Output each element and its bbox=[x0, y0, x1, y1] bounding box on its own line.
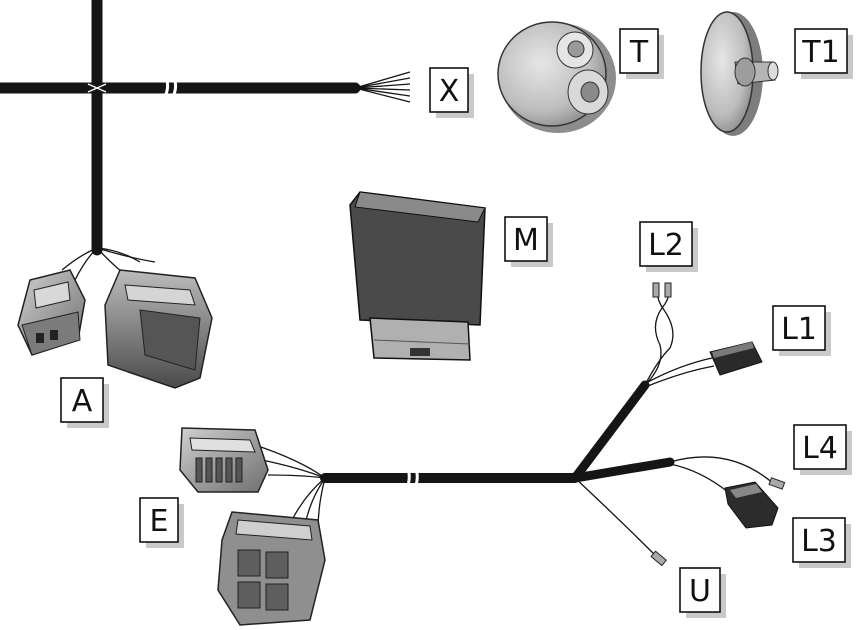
label-l4: L4 bbox=[793, 424, 852, 475]
label-t1: T1 bbox=[794, 28, 853, 79]
branch-to-l4-l3 bbox=[570, 457, 675, 483]
label-m: M bbox=[504, 216, 553, 267]
l4-terminal bbox=[669, 456, 786, 490]
cable-junction bbox=[87, 83, 107, 93]
l1-connector bbox=[647, 341, 763, 387]
label-l2-text: L2 bbox=[648, 228, 684, 263]
label-e-text: E bbox=[150, 504, 169, 539]
bottom-cable-break bbox=[404, 465, 419, 491]
cable-break-mark bbox=[162, 77, 178, 99]
grommet-t bbox=[497, 21, 616, 133]
label-t: T bbox=[619, 28, 664, 79]
wire-to-u bbox=[574, 477, 661, 561]
l3-connector bbox=[669, 463, 779, 529]
control-module-m bbox=[349, 191, 486, 361]
branch-to-l2-l1 bbox=[570, 380, 650, 483]
label-l3: L3 bbox=[792, 517, 851, 568]
connector-a-large bbox=[104, 269, 213, 389]
grommet-t1 bbox=[700, 11, 779, 136]
label-u-text: U bbox=[689, 574, 711, 609]
wire-fan-x bbox=[354, 71, 411, 103]
label-l4-text: L4 bbox=[802, 431, 838, 466]
l2-twisted-wires bbox=[644, 282, 674, 386]
label-l1: L1 bbox=[772, 305, 831, 356]
connector-a-small bbox=[17, 269, 86, 356]
label-a: A bbox=[60, 377, 109, 428]
label-x: X bbox=[429, 67, 474, 118]
top-harness bbox=[0, 0, 411, 389]
u-terminal bbox=[650, 550, 667, 567]
label-a-text: A bbox=[72, 384, 93, 419]
label-u: U bbox=[679, 567, 726, 618]
label-t1-text: T1 bbox=[801, 35, 839, 70]
label-l1-text: L1 bbox=[781, 312, 817, 347]
label-m-text: M bbox=[513, 223, 539, 258]
connector-e-lower bbox=[217, 511, 326, 626]
connector-e-upper bbox=[179, 427, 269, 493]
label-l3-text: L3 bbox=[801, 524, 837, 559]
label-t-text: T bbox=[629, 35, 649, 70]
wires-to-a bbox=[61, 247, 156, 281]
label-e: E bbox=[139, 497, 184, 548]
label-x-text: X bbox=[439, 74, 460, 109]
label-l2: L2 bbox=[639, 221, 698, 272]
bottom-harness bbox=[179, 282, 786, 626]
